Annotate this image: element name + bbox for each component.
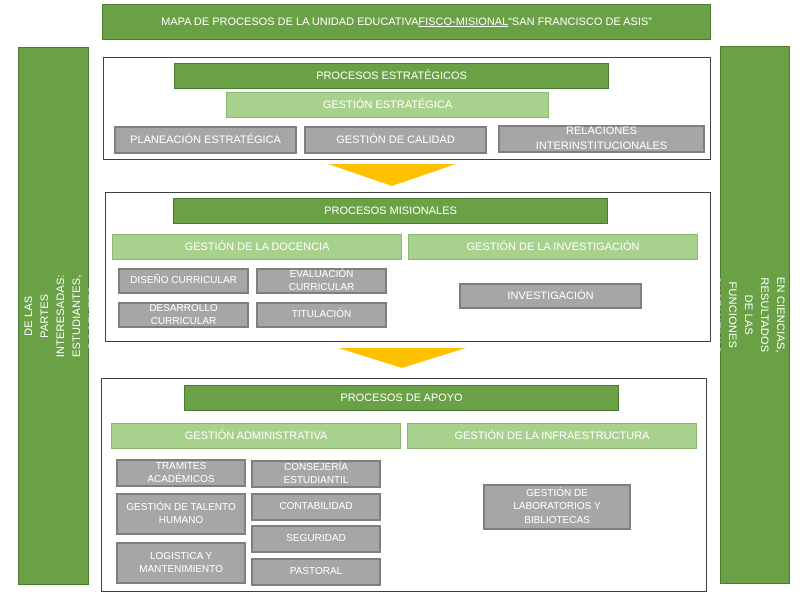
teaching-management-box: GESTIÓN DE LA DOCENCIA [112, 234, 402, 260]
research-management-box: GESTIÓN DE LA INVESTIGACIÓN [408, 234, 698, 260]
curriculum-design-box: DISEÑO CURRICULAR [118, 268, 249, 294]
research-box: INVESTIGACIÓN [459, 283, 642, 309]
flow-arrow-2 [338, 348, 466, 368]
interinstitutional-relations-box: RELACIONES INTERINSTITUCIONALES [498, 125, 705, 153]
title-underlined: FISCO-MISIONAL [418, 16, 509, 28]
page-title: MAPA DE PROCESOS DE LA UNIDAD EDUCATIVA … [102, 4, 711, 40]
graduation-box: TITULACIÓN [256, 302, 387, 328]
strategic-planning-box: PLANEACIÓN ESTRATÉGICA [114, 126, 297, 154]
logistics-maintenance-box: LOGISTICA Y MANTENIMIENTO [116, 542, 246, 584]
administrative-management-box: GESTIÓN ADMINISTRATIVA [111, 423, 401, 449]
human-talent-box: GESTIÓN DE TALENTO HUMANO [116, 493, 246, 535]
strategic-management-box: GESTIÓN ESTRATÉGICA [226, 92, 549, 118]
support-processes-header: PROCESOS DE APOYO [184, 385, 619, 411]
flow-arrow-1 [328, 164, 456, 186]
labs-libraries-box: GESTIÓN DE LABORATORIOS Y BIBLIOTECAS [483, 484, 631, 530]
accounting-box: CONTABILIDAD [251, 493, 381, 521]
outcomes-bar: BACHILLERES EN CIENCIAS, RESULTADOS DE L… [710, 46, 800, 584]
stakeholder-requirements-text: REQUISITOS Y EXPECTATIVAS DE LAS PARTES … [0, 274, 114, 358]
strategic-processes-header: PROCESOS ESTRATÉGICOS [174, 63, 609, 89]
stakeholder-requirements-bar: REQUISITOS Y EXPECTATIVAS DE LAS PARTES … [0, 47, 114, 585]
student-counseling-box: CONSEJERÍA ESTUDIANTIL [251, 460, 381, 488]
missional-processes-header: PROCESOS MISIONALES [173, 198, 608, 224]
quality-management-box: GESTIÓN DE CALIDAD [304, 126, 487, 154]
title-prefix: MAPA DE PROCESOS DE LA UNIDAD EDUCATIVA [161, 16, 419, 28]
outcomes-text: BACHILLERES EN CIENCIAS, RESULTADOS DE L… [710, 275, 800, 355]
curriculum-evaluation-box: EVALUACIÓN CURRICULAR [256, 268, 387, 294]
security-box: SEGURIDAD [251, 525, 381, 553]
curriculum-development-box: DESARROLLO CURRICULAR [118, 302, 249, 328]
title-suffix: “SAN FRANCISCO DE ASIS” [508, 16, 652, 28]
pastoral-box: PASTORAL [251, 558, 381, 586]
infrastructure-management-box: GESTIÓN DE LA INFRAESTRUCTURA [407, 423, 697, 449]
academic-procedures-box: TRAMITES ACADÉMICOS [116, 459, 246, 487]
